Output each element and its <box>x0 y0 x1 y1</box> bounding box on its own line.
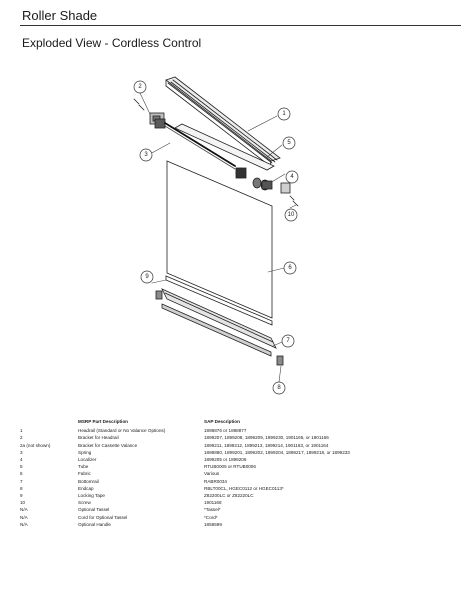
part-number-cell: 6 <box>20 471 23 477</box>
part-number-cell: 9 <box>20 493 23 499</box>
table-row: 1 Headrail (Standard or No Valance Option… <box>20 427 404 434</box>
table-row: 9 Locking Tape Z82200LC or Z82220LC <box>20 492 404 499</box>
callout-8-label: 8 <box>277 385 281 391</box>
sap-description-cell: 1899207, 1899208, 1899209, 1899230, 1901… <box>204 435 329 441</box>
part-number-cell: 3 <box>20 449 23 455</box>
part-number-cell: 10 <box>20 500 26 506</box>
table-row: 7 Bottomrail RABR0034 <box>20 478 404 485</box>
table-row: 2 Bracket for Headrail 1899207, 1899208, 1… <box>20 434 404 441</box>
callout-9-circle <box>140 270 154 284</box>
callout-8-circle <box>272 381 286 395</box>
sap-description-cell: RABR0034 <box>204 478 227 484</box>
part-number-cell: 2 <box>20 435 23 441</box>
header-number <box>20 418 78 427</box>
callout-2-circle <box>133 80 147 94</box>
part-number-cell: N/A <box>20 514 28 520</box>
callout-2-label: 2 <box>138 84 142 90</box>
part-number-cell: 2a (not shown) <box>20 442 51 448</box>
part-number-cell: N/A <box>20 521 28 527</box>
callout-4-circle <box>285 170 299 184</box>
table-row: 6 Fabric Various <box>20 470 404 477</box>
table-row: 5 Tube RTUB0005 or RTUB0006 <box>20 463 404 470</box>
sap-description-cell: RBLT00CL, HGEC0112 or HGEC0113* <box>204 485 284 491</box>
table-row: 8 Endcap RBLT00CL, HGEC0112 or HGEC0113* <box>20 485 404 492</box>
callout-5-label: 5 <box>287 140 291 146</box>
callout-3-label: 3 <box>144 152 148 158</box>
sap-description-cell: RTUB0005 or RTUB0006 <box>204 464 256 470</box>
msrp-description-cell: Headrail (Standard or No Valance Options… <box>78 428 166 434</box>
table-row: 2a (not shown) Bracket for Cassette Valan… <box>20 442 404 449</box>
headrail-part <box>165 76 281 167</box>
callout-6-label: 6 <box>288 265 292 271</box>
parts-table-body: 1 Headrail (Standard or No Valance Option… <box>20 427 404 528</box>
header-msrp-description: MSRP Part Description <box>78 419 128 424</box>
endcap-part <box>155 290 284 366</box>
table-row: 4 Localizer 1899205 or 1899206 <box>20 456 404 463</box>
part-number-cell: 7 <box>20 478 23 484</box>
callout-7-circle <box>281 334 295 348</box>
msrp-description-cell: Spring <box>78 449 92 455</box>
sap-description-cell: 1858599 <box>204 521 222 527</box>
msrp-description-cell: Fabric <box>78 471 91 477</box>
msrp-description-cell: Screw <box>78 500 91 506</box>
callout-1-label: 1 <box>282 111 286 117</box>
locking-tape-part <box>165 275 273 326</box>
sap-description-cell: *Tassel* <box>204 507 221 513</box>
callout-6-circle <box>283 261 297 275</box>
sap-description-cell: *Cord* <box>204 514 218 520</box>
document-title: Roller Shade <box>22 8 98 23</box>
msrp-description-cell: Bottomrail <box>78 478 99 484</box>
spring-part <box>154 118 236 170</box>
sap-description-cell: 1898880, 1899201, 1899202, 1899204, 1899… <box>204 449 350 455</box>
msrp-description-cell: Optional Tassel <box>78 507 110 513</box>
bottomrail-part <box>161 288 277 357</box>
part-number-cell: N/A <box>20 507 28 513</box>
callout-4-label: 4 <box>290 174 294 180</box>
part-number-cell: 1 <box>20 428 23 434</box>
callout-10-circle <box>284 208 298 222</box>
msrp-description-cell: Localizer <box>78 457 97 463</box>
sap-description-cell: 1901168 <box>204 500 222 506</box>
msrp-description-cell: Bracket for Headrail <box>78 435 119 441</box>
callout-3-circle <box>139 148 153 162</box>
tube-part <box>174 123 275 179</box>
msrp-description-cell: Cord for Optional Tassel <box>78 514 128 520</box>
localizer-part <box>252 177 299 207</box>
title-divider <box>20 25 461 26</box>
msrp-description-cell: Bracket for Cassette Valance <box>78 442 138 448</box>
callout-7-label: 7 <box>286 338 290 344</box>
parts-table: MSRP Part Description SAP Description 1 H… <box>20 418 404 528</box>
callout-10-label: 10 <box>288 212 295 218</box>
msrp-description-cell: Tube <box>78 464 89 470</box>
sap-description-cell: Z82200LC or Z82220LC <box>204 493 254 499</box>
sap-description-cell: 1899205 or 1899206 <box>204 457 247 463</box>
table-row: N/A Cord for Optional Tassel *Cord* <box>20 514 404 521</box>
sap-description-cell: 1898876 or 1898877 <box>204 428 247 434</box>
msrp-description-cell: Locking Tape <box>78 493 105 499</box>
parts-table-header: MSRP Part Description SAP Description <box>20 418 404 427</box>
callout-5-circle <box>282 136 296 150</box>
callout-9-label: 9 <box>145 274 149 280</box>
msrp-description-cell: Endcap <box>78 485 94 491</box>
table-row: N/A Optional Tassel *Tassel* <box>20 506 404 513</box>
sap-description-cell: Various <box>204 471 220 477</box>
part-number-cell: 5 <box>20 464 23 470</box>
fabric-part <box>166 160 273 319</box>
msrp-description-cell: Optional Handle <box>78 521 111 527</box>
table-row: N/A Optional Handle 1858599 <box>20 521 404 528</box>
header-sap-description: SAP Description <box>204 419 240 424</box>
sap-description-cell: 1899211, 1899212, 1899213, 1899214, 1901… <box>204 442 329 448</box>
callout-1-circle <box>277 107 291 121</box>
table-row: 10 Screw 1901168 <box>20 499 404 506</box>
document-subtitle: Exploded View - Cordless Control <box>22 36 202 50</box>
table-row: 3 Spring 1898880, 1899201, 1899202, 189920… <box>20 449 404 456</box>
part-number-cell: 4 <box>20 457 23 463</box>
exploded-view-diagram: 1 2 3 4 5 6 7 8 9 10 <box>133 76 299 395</box>
part-number-cell: 8 <box>20 485 23 491</box>
